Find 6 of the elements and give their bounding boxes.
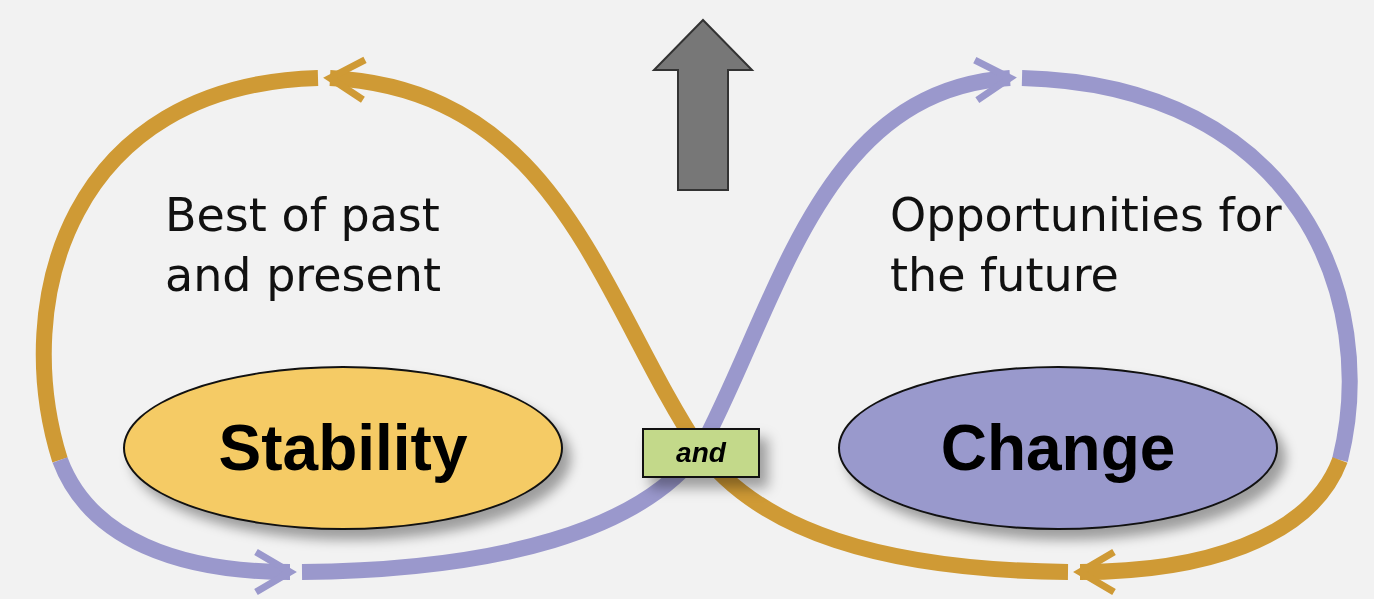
caption-text: Best of past and present bbox=[165, 187, 443, 304]
node-label: and bbox=[676, 437, 726, 469]
caption-text: Opportunities for the future bbox=[890, 187, 1283, 304]
label-box bbox=[642, 428, 760, 478]
node-label: Change bbox=[940, 411, 1176, 485]
node-label: Stability bbox=[218, 411, 468, 485]
